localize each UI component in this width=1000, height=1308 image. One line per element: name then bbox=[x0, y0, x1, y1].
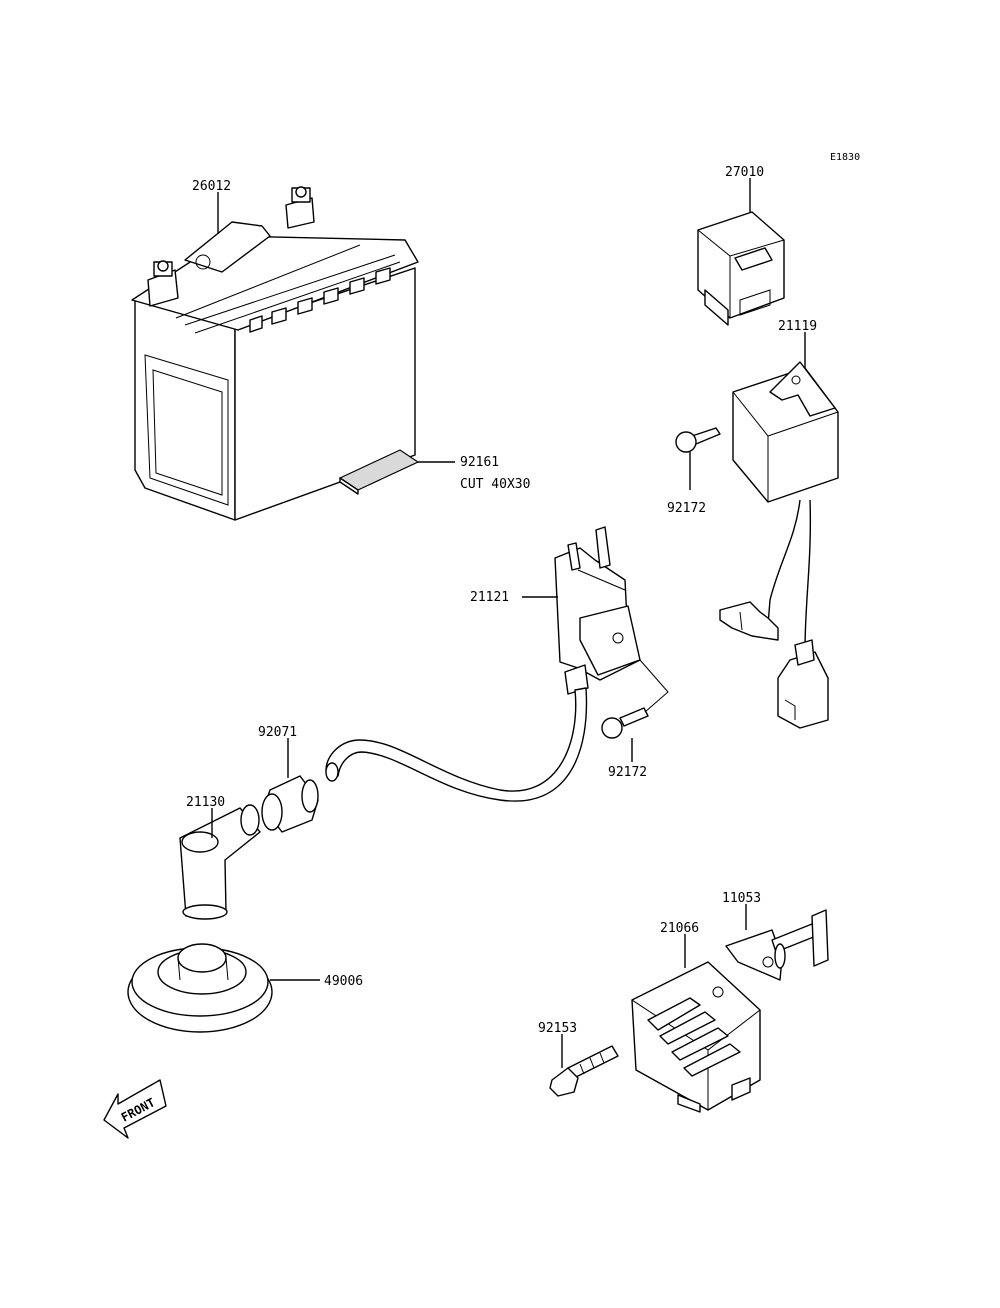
label-seal: 92071 bbox=[258, 725, 297, 740]
label-regulator: 21066 bbox=[660, 921, 699, 936]
cdi-screw-drawing bbox=[675, 427, 721, 453]
label-battery-pad: 92161 bbox=[460, 455, 499, 470]
seal-drawing bbox=[261, 775, 319, 833]
battery-drawing bbox=[131, 186, 419, 521]
label-bracket: 11053 bbox=[722, 891, 761, 906]
label-regulator-bolt: 92153 bbox=[538, 1021, 577, 1036]
label-cdi-screw: 92172 bbox=[667, 501, 706, 516]
regulator-drawing bbox=[631, 961, 761, 1113]
label-battery: 26012 bbox=[192, 179, 231, 194]
plug-cap-drawing bbox=[179, 804, 261, 920]
label-plug-cap: 21130 bbox=[186, 795, 225, 810]
grommet-drawing bbox=[127, 943, 273, 1033]
front-arrow: FRONT bbox=[103, 1079, 167, 1139]
regulator-bolt-drawing bbox=[549, 1045, 619, 1097]
ignition-coil-drawing bbox=[554, 526, 641, 695]
label-coil-screw: 92172 bbox=[608, 765, 647, 780]
relay-drawing bbox=[697, 211, 785, 326]
cdi-unit-drawing bbox=[719, 361, 839, 729]
label-battery-pad-note: CUT 40X30 bbox=[460, 477, 530, 492]
label-cdi-unit: 21119 bbox=[778, 319, 817, 334]
label-ignition-coil: 21121 bbox=[470, 590, 509, 605]
diagram-code: E1830 bbox=[830, 152, 860, 163]
vent-caps bbox=[249, 267, 391, 333]
battery-terminal-left bbox=[147, 260, 179, 307]
coil-screw-drawing bbox=[601, 707, 649, 739]
label-grommet: 49006 bbox=[324, 974, 363, 989]
battery-terminal-right bbox=[285, 186, 315, 229]
label-relay: 27010 bbox=[725, 165, 764, 180]
bracket-drawing bbox=[725, 909, 829, 981]
